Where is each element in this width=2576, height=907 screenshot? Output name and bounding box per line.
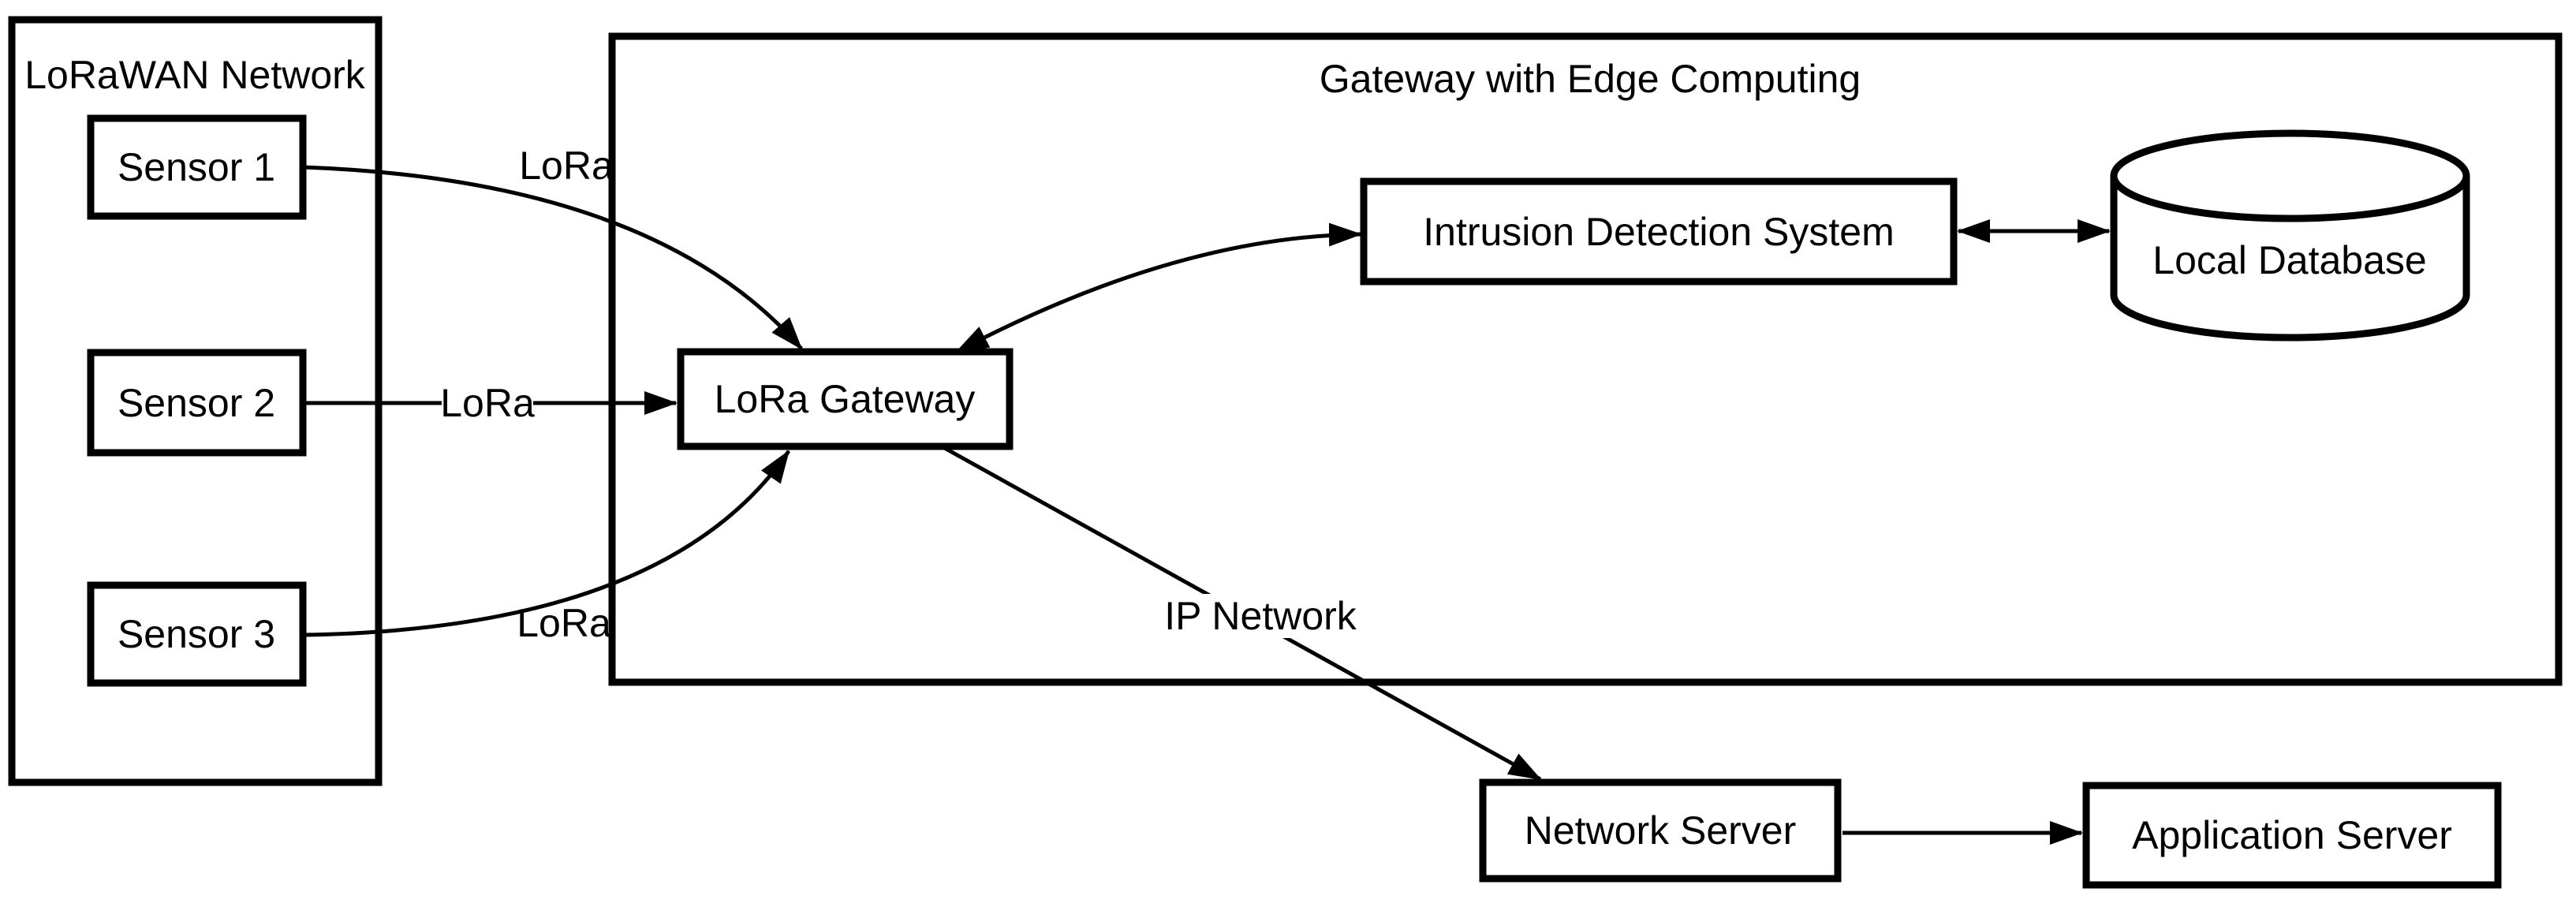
edge-gateway-title: Gateway with Edge Computing <box>1320 57 1861 101</box>
sensor3-label: Sensor 3 <box>118 612 275 656</box>
edge-gateway-ids-bidirectional <box>955 222 1362 354</box>
edge-sensor1-lora-gateway <box>302 165 803 350</box>
ip-network-label-bg <box>1161 594 1360 638</box>
sensor1-label: Sensor 1 <box>118 145 275 189</box>
edge-sensor3-lora-gateway <box>302 450 791 637</box>
local-database-cylinder <box>2110 129 2470 342</box>
ip-network-edge-label: IP Network <box>1164 594 1357 638</box>
lora2-edge-label: LoRa <box>440 381 535 425</box>
lora-gateway-node <box>677 348 1014 450</box>
sensor3-node <box>87 581 307 687</box>
lorawan-network-title: LoRaWAN Network <box>24 53 366 97</box>
intrusion-detection-system-label: Intrusion Detection System <box>1423 210 1895 254</box>
sensor2-node <box>87 349 307 457</box>
network-server-label: Network Server <box>1525 808 1797 853</box>
lora2-label-bg <box>442 382 533 424</box>
network-server-node <box>1479 778 1842 883</box>
intrusion-detection-system-node <box>1360 177 1958 286</box>
local-database-label: Local Database <box>2152 238 2426 282</box>
lora1-edge-label: LoRa <box>519 144 614 188</box>
lora-gateway-label: LoRa Gateway <box>715 377 976 421</box>
sensor1-node <box>87 114 307 220</box>
application-server-node <box>2082 782 2502 889</box>
cylinder-top <box>2110 129 2470 222</box>
application-server-label: Application Server <box>2132 813 2452 857</box>
lora3-edge-label: LoRa <box>517 601 611 645</box>
sensor2-label: Sensor 2 <box>118 381 275 425</box>
